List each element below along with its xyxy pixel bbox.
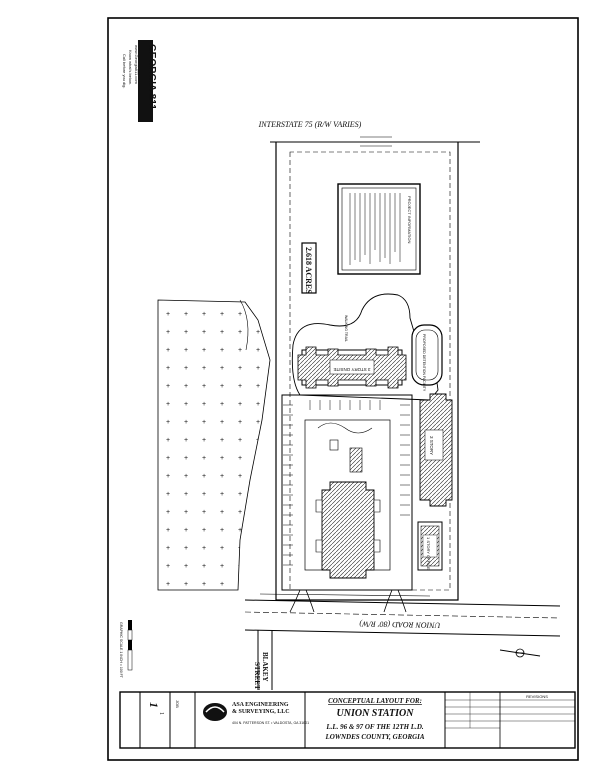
georgia-811-logo: GEORGIA 811 www.Georgia811.com Know what… xyxy=(122,40,157,122)
building-3-story-right: 3 STORY xyxy=(419,393,453,507)
graphic-scale: GRAPHIC SCALE 1 INCH = 100 FT xyxy=(119,620,133,679)
walking-trail xyxy=(291,293,439,401)
project-location-1: L.L. 96 & 97 OF THE 12TH L.D. xyxy=(325,723,424,731)
wooded-area xyxy=(157,299,271,591)
sheet-of: 1 xyxy=(158,712,164,715)
sheet-border xyxy=(107,17,579,761)
job-label: JOB xyxy=(175,700,180,708)
project-name: UNION STATION xyxy=(337,708,415,719)
asa-company-logo xyxy=(203,703,227,721)
georgia-811-tagline-1: www.Georgia811.com xyxy=(134,45,139,85)
company-address: 404 N. PATTERSON ST. • VALDOSTA, GA 3160… xyxy=(232,721,309,725)
building-center xyxy=(315,481,381,579)
conceptual-label: CONCEPTUAL LAYOUT FOR: xyxy=(328,697,422,705)
georgia-811-text: GEORGIA 811 xyxy=(146,44,157,110)
detention-facility: PROPOSED DETENTION FACILITY xyxy=(411,324,443,392)
georgia-811-tagline-3: Call before you dig. xyxy=(122,54,127,88)
sheet-number: 1 xyxy=(147,702,161,708)
company-name-2: & SURVEYING, LLC xyxy=(232,709,290,715)
building-3-story-top: 3 STORY ONSITE xyxy=(297,346,407,389)
interstate-label: INTERSTATE 75 (R/W VARIES) xyxy=(258,120,362,129)
svg-text:PROPOSED DETENTION FACILITY: PROPOSED DETENTION FACILITY xyxy=(422,334,426,392)
blakey-street: BLAKEY STREET xyxy=(253,630,273,690)
georgia-811-tagline-2: Know what's below. xyxy=(128,50,133,85)
svg-text:STREET: STREET xyxy=(253,662,261,690)
svg-text:UNION ROAD (80' R/W): UNION ROAD (80' R/W) xyxy=(359,619,441,629)
revisions-label: REVISIONS xyxy=(526,694,548,699)
union-road: UNION ROAD (80' R/W) xyxy=(244,589,561,637)
setback-line xyxy=(289,151,451,591)
title-block: REVISIONS 1 1 JOB ASA ENGINEERING & SURV… xyxy=(119,691,576,749)
graphic-scale-label: GRAPHIC SCALE 1 INCH = 100 FT xyxy=(119,622,123,679)
office-building: 1 STORY OFFICE xyxy=(417,521,443,571)
svg-text:1 STORY OFFICE: 1 STORY OFFICE xyxy=(426,537,431,570)
svg-text:3 STORY: 3 STORY xyxy=(429,436,434,455)
company-name-1: ASA ENGINEERING xyxy=(232,702,289,708)
project-info-title: PROJECT INFORMATION xyxy=(407,196,412,244)
walking-trail-label: WALKING TRAIL xyxy=(344,315,348,342)
project-info-box: PROJECT INFORMATION xyxy=(337,183,421,275)
north-arrow xyxy=(499,648,541,658)
parking-lot xyxy=(281,394,413,591)
svg-text:3 STORY ONSITE: 3 STORY ONSITE xyxy=(333,367,370,372)
svg-text:BLAKEY: BLAKEY xyxy=(261,652,269,682)
project-location-2: LOWNDES COUNTY, GEORGIA xyxy=(324,733,424,741)
svg-text:2.618 ACRES: 2.618 ACRES xyxy=(304,247,313,294)
property-boundary xyxy=(275,142,459,601)
acreage-label: 2.618 ACRES xyxy=(301,242,317,294)
